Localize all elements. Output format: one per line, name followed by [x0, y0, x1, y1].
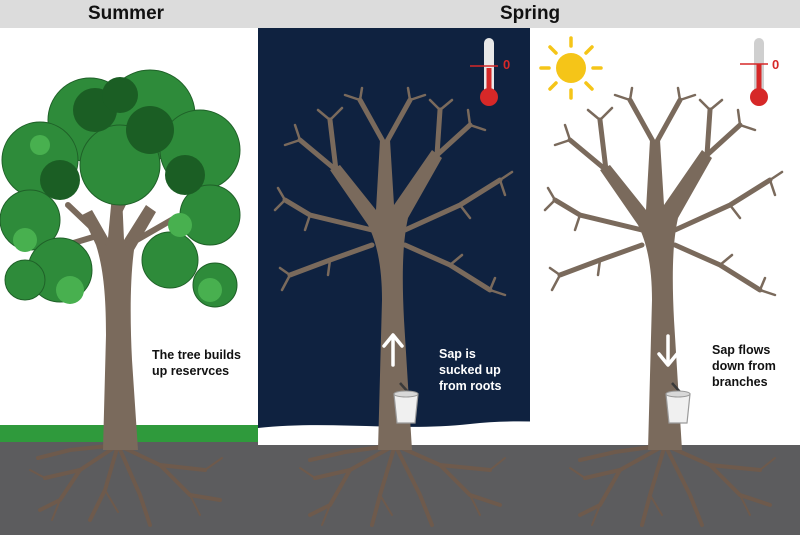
snow-layer: [258, 420, 800, 445]
day-tree: [543, 86, 784, 527]
day-trunk: [600, 140, 712, 450]
thermometer-label: 0: [772, 57, 780, 72]
night-caption: Sap is sucked up from roots: [439, 347, 502, 393]
header-bar: Summer Spring: [0, 0, 800, 28]
summer-roots: [29, 443, 223, 527]
arrow-down-icon: [657, 334, 679, 367]
sap-bucket-icon: [393, 382, 419, 424]
thermometer-label: 0: [503, 57, 511, 72]
night-roots: [299, 443, 506, 527]
summer-tree: [0, 69, 241, 527]
sun-icon: [539, 36, 603, 100]
night-tree: [273, 86, 514, 527]
day-branches: [543, 86, 784, 297]
day-caption: Sap flows down from branches: [712, 343, 776, 389]
thermometer-icon: [740, 38, 768, 106]
summer-caption: The tree builds up reservces: [152, 348, 241, 378]
arrow-up-icon: [382, 333, 404, 367]
summer-heading: Summer: [88, 3, 165, 24]
moon-icon: [284, 46, 308, 85]
summer-trunk: [82, 195, 156, 450]
spring-heading: Spring: [500, 3, 561, 24]
sap-bucket-icon: [665, 382, 691, 424]
night-branches: [273, 86, 514, 297]
day-roots: [569, 443, 776, 527]
summer-foliage-light: [13, 135, 222, 304]
summer-foliage-dark: [40, 77, 205, 200]
night-trunk: [330, 140, 442, 450]
thermometer-icon: [470, 38, 498, 106]
